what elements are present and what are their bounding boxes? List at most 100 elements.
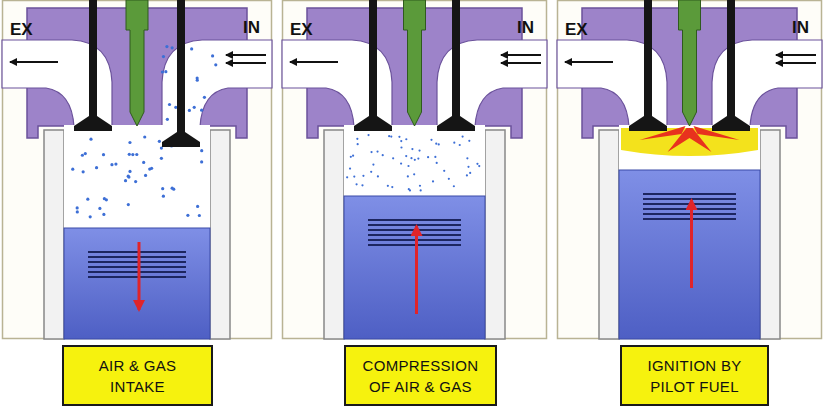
charge-dot [435, 143, 437, 145]
charge-dot [84, 152, 87, 155]
piston-ring [368, 234, 461, 236]
piston-ring [643, 193, 736, 195]
intake-flow-arrow [501, 62, 541, 64]
charge-dot [135, 153, 138, 156]
cylinder-chamber [64, 132, 210, 339]
charge-dot [361, 184, 363, 186]
charge-dot [200, 160, 203, 163]
charge-dot [128, 170, 131, 173]
pilot-fuel-injector [404, 0, 426, 126]
charge-dot [370, 171, 372, 173]
intake-flow-arrow [776, 62, 816, 64]
intake-flow-arrow [501, 54, 541, 56]
charge-dot [409, 189, 411, 191]
charge-dot [143, 135, 146, 138]
charge-dot [377, 175, 379, 177]
charge-dot [430, 139, 432, 141]
charge-dot [390, 135, 392, 137]
charge-dot [190, 47, 193, 50]
charge-dot [200, 109, 203, 112]
panel-frame [558, 1, 822, 339]
piston-ring [368, 244, 461, 246]
charge-dot [353, 175, 355, 177]
engine-panel [2, 0, 272, 339]
exhaust-valve [629, 116, 667, 131]
exhaust-valve [89, 0, 97, 126]
charge-dot [392, 157, 394, 159]
charge-dot [171, 46, 174, 49]
piston [64, 228, 210, 339]
charge-dot [372, 163, 374, 165]
charge-dot [357, 143, 359, 145]
charge-dot [214, 63, 217, 66]
piston-ring [643, 218, 736, 220]
charge-dot [376, 150, 378, 152]
charge-dot [114, 162, 117, 165]
charge-dot [400, 146, 402, 148]
charge-dot [391, 186, 393, 188]
caption-text: IGNITION BY PILOT FUEL [628, 355, 761, 397]
charge-dot [346, 176, 348, 178]
intake-label: IN [243, 18, 260, 38]
cylinder-liner [324, 130, 344, 339]
charge-dot [413, 173, 415, 175]
charge-dot [387, 185, 389, 187]
charge-dot [98, 207, 101, 210]
charge-dot [400, 140, 402, 142]
piston-ring [88, 256, 186, 258]
charge-dot [168, 103, 171, 106]
charge-dot [89, 215, 92, 218]
exhaust-label: EX [10, 20, 33, 40]
intake-flow-arrow [226, 62, 266, 64]
cylinder-chamber [344, 132, 485, 339]
charge-dot [400, 162, 402, 164]
charge-dot [466, 157, 468, 159]
charge-dot [382, 154, 384, 156]
piston-ring [643, 208, 736, 210]
intake-label: IN [792, 18, 809, 38]
charge-dot [427, 156, 429, 158]
piston-ring [643, 213, 736, 215]
exhaust-valve [369, 0, 377, 126]
engine-panel [557, 0, 822, 339]
cylinder-liner [485, 130, 505, 339]
charge-dot [448, 178, 450, 180]
charge-dot [103, 197, 106, 200]
caption-box: IGNITION BY PILOT FUEL [620, 345, 769, 406]
piston [344, 196, 485, 339]
charge-dot [124, 179, 127, 182]
charge-dot [461, 136, 463, 138]
charge-dot [367, 134, 369, 136]
charge-dot [417, 158, 419, 160]
caption-box: COMPRESSION OF AIR & GAS [344, 345, 497, 406]
charge-dot [468, 140, 470, 142]
piston-ring [368, 219, 461, 221]
charge-dot [89, 138, 92, 141]
charge-dot [352, 155, 354, 157]
ignition-flame [621, 128, 758, 156]
charge-dot [200, 149, 203, 152]
intake-valve [712, 116, 750, 131]
charge-dot [134, 180, 137, 183]
charge-dot [128, 141, 131, 144]
ignition-flame [668, 128, 712, 152]
charge-dot [436, 162, 438, 164]
charge-dot [407, 165, 409, 167]
charge-dot [102, 153, 105, 156]
charge-dot [165, 45, 168, 48]
charge-dot [171, 187, 174, 190]
charge-dot [188, 109, 191, 112]
charge-dot [86, 198, 89, 201]
piston-ring [368, 229, 461, 231]
cylinder-liner [210, 130, 230, 339]
piston-ring [643, 198, 736, 200]
panel-frame [283, 1, 547, 339]
charge-dot [164, 70, 167, 73]
charge-dot [150, 167, 153, 170]
motion-arrow [690, 200, 693, 288]
charge-dot [144, 174, 147, 177]
cylinder-liner [599, 130, 619, 339]
charge-dot [110, 163, 113, 166]
exhaust-valve [74, 116, 112, 131]
charge-dot [469, 172, 471, 174]
